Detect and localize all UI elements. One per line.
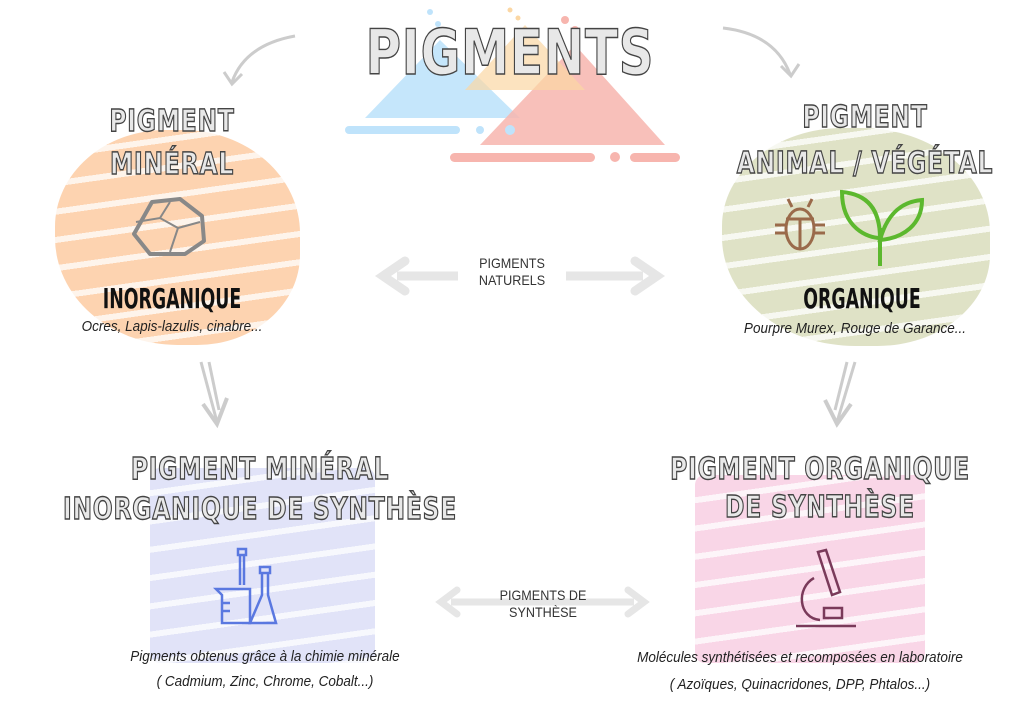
- down-arrow-right-icon: [823, 361, 857, 428]
- synth-organic-heading-line1: PIGMENT ORGANIQUE: [670, 451, 970, 487]
- microscope-icon: [796, 548, 856, 628]
- animal-type-label: ORGANIQUE: [803, 282, 921, 315]
- plant-sprout-icon: [839, 189, 925, 266]
- synth-organic-description: Molécules synthétisées et recomposées en…: [637, 649, 963, 666]
- synth-mineral-blob: [150, 468, 375, 663]
- synth-mineral-examples: ( Cadmium, Zinc, Chrome, Cobalt...): [156, 673, 374, 690]
- animal-blob: [722, 128, 990, 346]
- curved-arrow-left-icon: [222, 34, 296, 87]
- animal-heading-line2: ANIMAL / VÉGÉTAL: [736, 145, 994, 181]
- lab-flasks-icon: [212, 547, 278, 625]
- mineral-blob: [55, 130, 300, 345]
- animal-examples: Pourpre Murex, Rouge de Garance...: [743, 320, 967, 337]
- mineral-heading-line2: MINÉRAL: [109, 146, 235, 182]
- synth-link-line1: PIGMENTS DE: [499, 587, 587, 603]
- mineral-heading-line1: PIGMENT: [109, 103, 235, 139]
- curved-arrow-right-icon: [722, 26, 801, 79]
- mineral-examples: Ocres, Lapis-lazulis, cinabre...: [81, 318, 263, 335]
- synth-link-line2: SYNTHÈSE: [509, 604, 577, 620]
- synth-mineral-heading-line2: INORGANIQUE DE SYNTHÈSE: [62, 491, 458, 527]
- synth-organic-examples: ( Azoïques, Quinacridones, DPP, Phtalos.…: [669, 676, 931, 693]
- synth-link-label: PIGMENTS DE SYNTHÈSE: [485, 587, 602, 621]
- synth-mineral-description: Pigments obtenus grâce à la chimie minér…: [130, 648, 400, 665]
- natural-link-line2: NATURELS: [478, 272, 546, 288]
- natural-link-label: PIGMENTS NATURELS: [458, 255, 566, 289]
- rock-icon: [132, 197, 206, 256]
- bug-icon: [775, 198, 825, 251]
- title-triangles-graphic: [345, 7, 680, 162]
- page-title: PIGMENTS: [365, 16, 655, 89]
- mineral-type-label: INORGANIQUE: [102, 282, 242, 315]
- natural-link-line1: PIGMENTS: [479, 255, 545, 271]
- synth-mineral-heading-line1: PIGMENT MINÉRAL: [130, 451, 390, 487]
- down-arrow-left-icon: [199, 361, 229, 429]
- synth-organic-heading-line2: DE SYNTHÈSE: [725, 489, 915, 525]
- double-arrow-synthesis-icon: [435, 586, 650, 618]
- animal-heading-line1: PIGMENT: [802, 99, 928, 135]
- synth-organic-blob: [695, 475, 925, 663]
